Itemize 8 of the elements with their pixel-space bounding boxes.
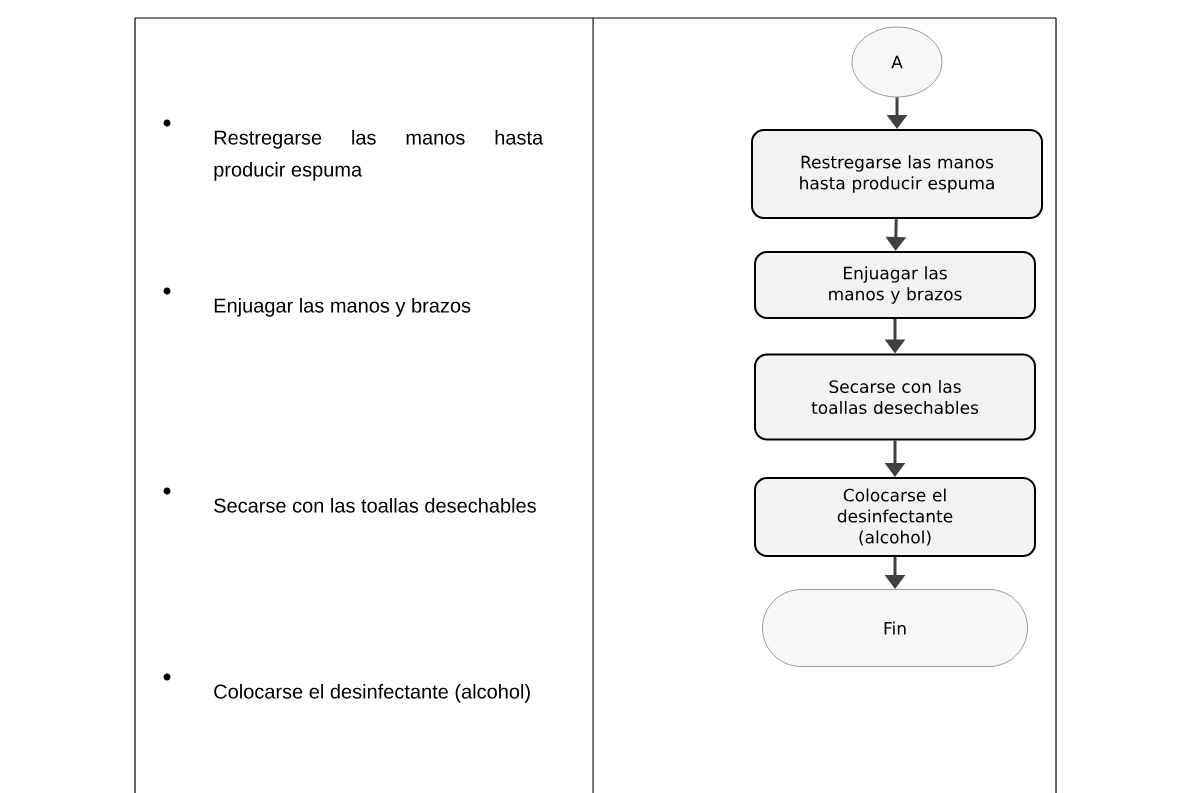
list-text: Secarse con las toallas desechables bbox=[214, 498, 536, 513]
list-text: Enjuagar las manos y brazos bbox=[214, 298, 471, 317]
process-box: Enjuagar las manos y brazos bbox=[754, 251, 1036, 319]
list-text: Restregarse las manos hasta producir espuma bbox=[214, 130, 544, 181]
process-box: Restregarse las manos hasta producir espuma bbox=[751, 129, 1043, 219]
process-box: Secarse con las toallas desechables bbox=[754, 353, 1036, 441]
list-text: Colocarse el desinfectante (alcohol) bbox=[214, 684, 530, 703]
process-box: Colocarse el desinfectante (alcohol) bbox=[754, 477, 1036, 557]
